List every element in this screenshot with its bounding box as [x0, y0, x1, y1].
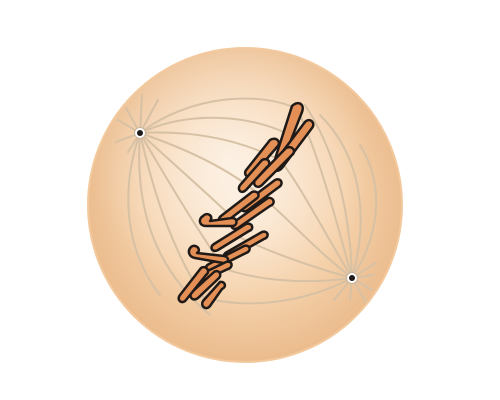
cell-outline — [87, 47, 403, 363]
centrosome-bottom-right — [346, 272, 358, 284]
centrosome-top-left — [134, 127, 146, 139]
chromosomes — [177, 101, 315, 310]
